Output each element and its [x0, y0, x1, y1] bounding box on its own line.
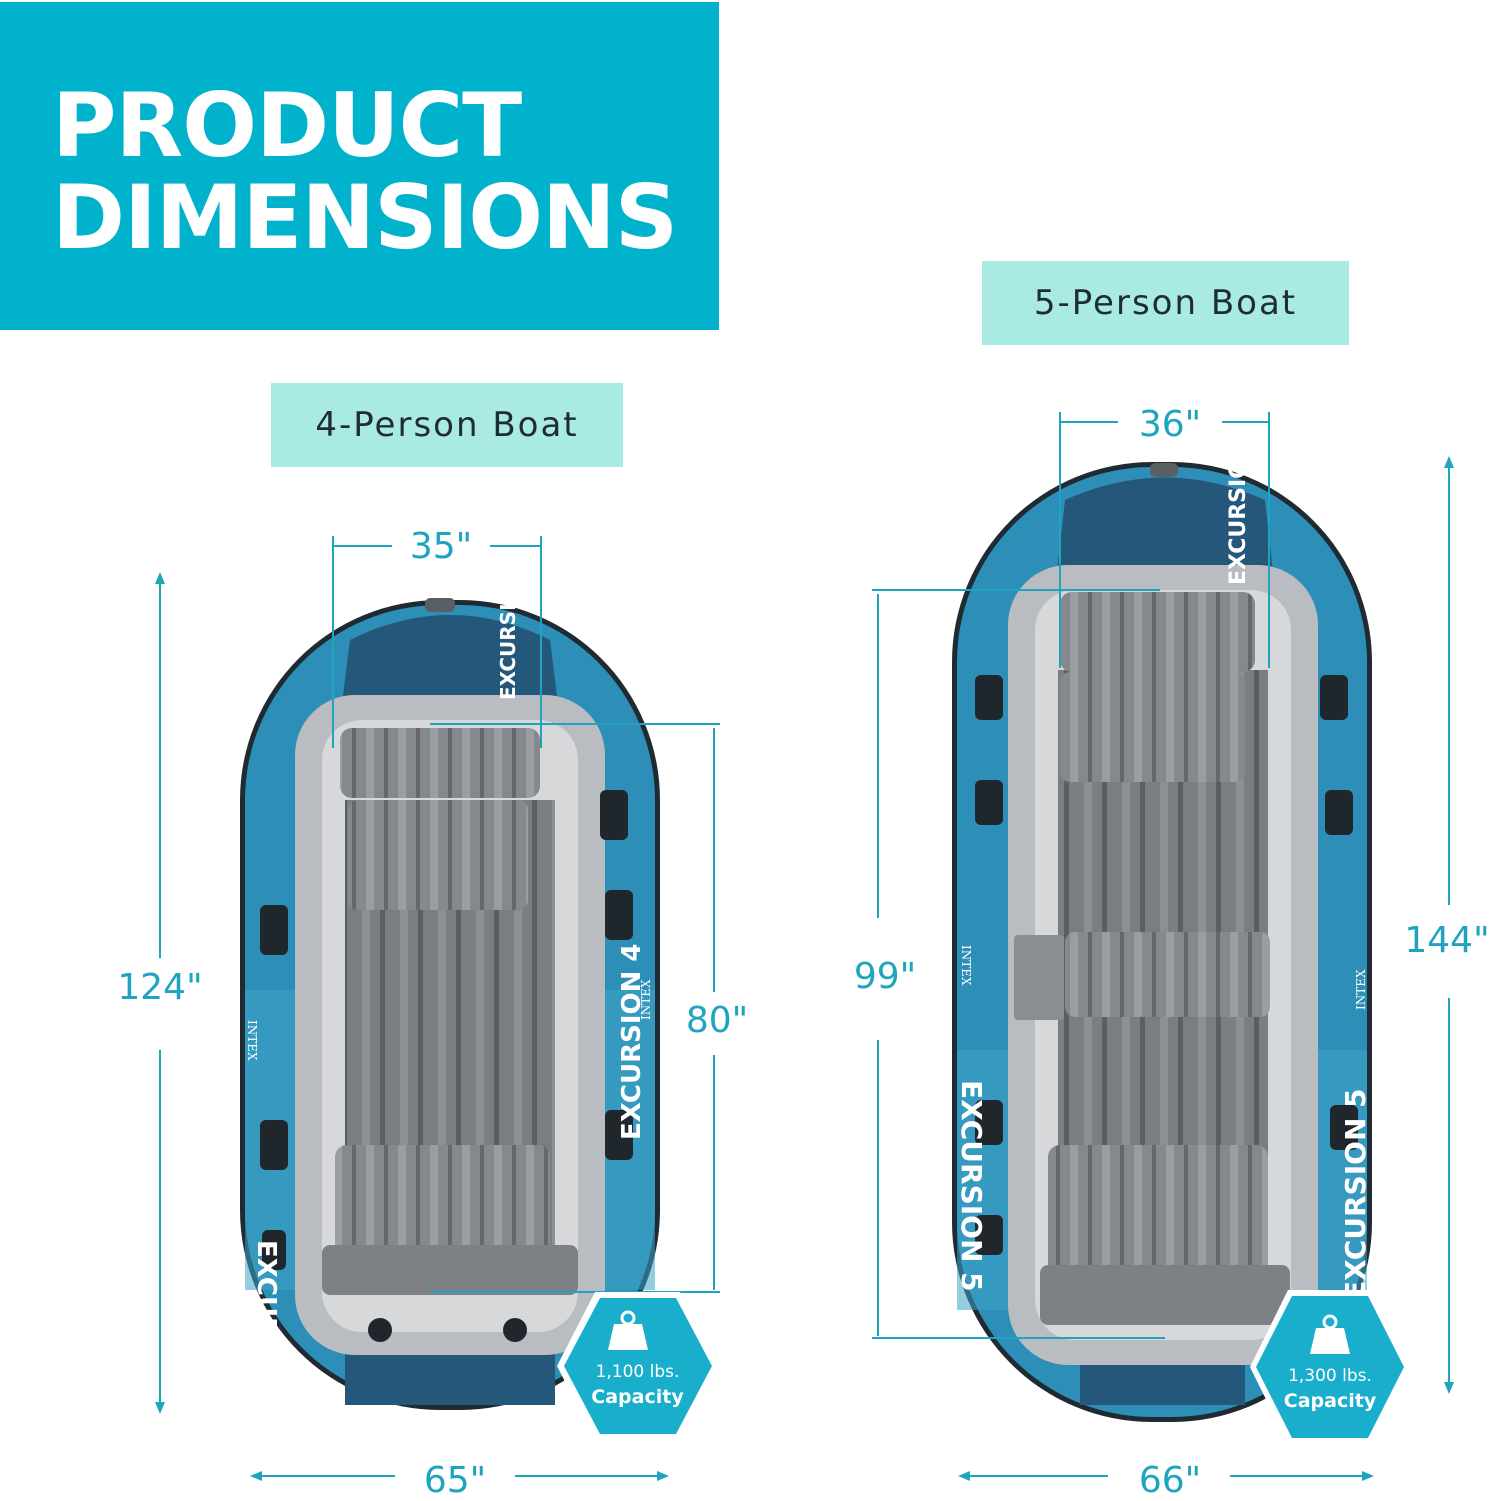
boat4-image: EXCURSIO EXCURSION 4 EXCURSION 4 INTEX I… [240, 586, 660, 1437]
boat5-inner-length: 99" [853, 956, 917, 997]
boat5-width-bottom: 66" [1138, 1460, 1202, 1501]
boat5-dimension-lines [872, 412, 1450, 1477]
boat5-image: EXCURSIO EXCURSION 5 EXCURSION 5 INTEX I… [952, 460, 1372, 1422]
title-line-1: PRODUCT [52, 74, 522, 177]
svg-text:INTEX: INTEX [639, 979, 653, 1020]
boat4-hull-text: EXCURSION 4 [251, 1240, 281, 1437]
boat5-capacity-label: Capacity [1283, 1390, 1377, 1412]
svg-text:EXCURSION 5: EXCURSION 5 [1339, 1088, 1372, 1300]
boat5-capacity: 1,300 lbs. Capacity [1250, 1290, 1410, 1444]
svg-text:EXCURSIO: EXCURSIO [496, 586, 520, 700]
svg-text:INTEX: INTEX [245, 1020, 259, 1061]
boat5-length: 144" [1404, 920, 1490, 961]
boat4-length: 124" [117, 967, 203, 1008]
boat4-capacity-label: Capacity [591, 1386, 684, 1408]
boat4-width-top: 35" [409, 526, 473, 567]
boat4-width-bottom: 65" [423, 1460, 487, 1501]
title-line-2: DIMENSIONS [52, 166, 678, 269]
svg-text:INTEX: INTEX [959, 945, 973, 986]
boat5-capacity-value: 1,300 lbs. [1288, 1366, 1372, 1386]
weight-icon [1310, 1314, 1350, 1354]
boat4-inner-length: 80" [685, 1000, 749, 1041]
boat4-capacity-value: 1,100 lbs. [595, 1362, 680, 1382]
boat4-label: 4-Person Boat [271, 383, 623, 467]
boat5-width-top: 36" [1138, 404, 1202, 445]
boat5-hull-text: EXCURSION 5 [955, 1080, 988, 1292]
boat4-capacity: 1,100 lbs. Capacity [557, 1292, 718, 1440]
boat5-capacity-badge [1256, 1296, 1404, 1438]
svg-text:EXCURSION 4: EXCURSION 4 [617, 944, 647, 1141]
svg-text:INTEX: INTEX [1354, 969, 1368, 1010]
boat5-label: 5-Person Boat [982, 261, 1349, 345]
boat4-dimension-lines [159, 536, 720, 1477]
boat4-capacity-badge [564, 1298, 712, 1434]
weight-icon [608, 1310, 648, 1350]
svg-text:EXCURSIO: EXCURSIO [1226, 460, 1251, 585]
title-banner: PRODUCT DIMENSIONS [0, 2, 719, 330]
